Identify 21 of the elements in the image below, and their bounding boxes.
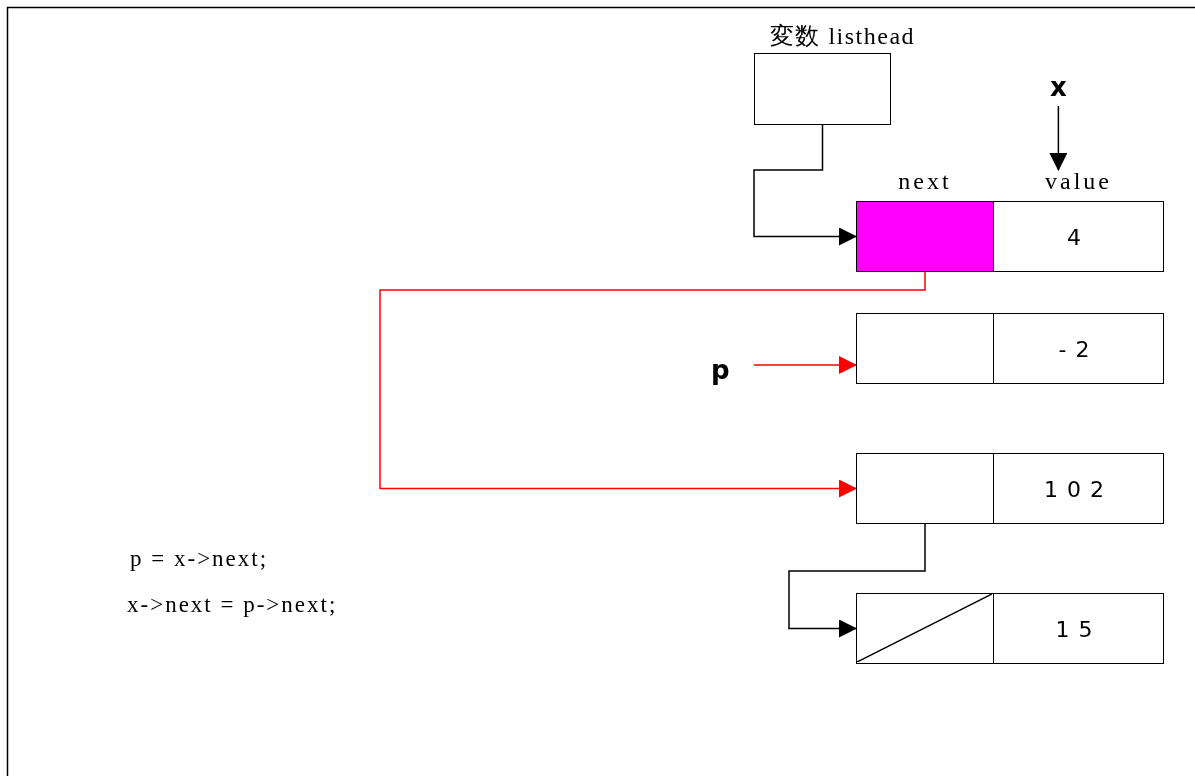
pointer-arrow <box>788 523 926 638</box>
value-text: 102 <box>1043 476 1114 501</box>
code-line: p = x->next; <box>130 546 269 572</box>
field-name: value <box>1044 168 1113 195</box>
pointer-arrow <box>752 356 857 374</box>
value-text: -2 <box>1057 336 1100 361</box>
pointer-field <box>856 453 994 524</box>
code-line: x->next = p->next; <box>127 592 338 618</box>
pointer-arrow <box>753 124 857 246</box>
value-field <box>993 453 1164 524</box>
pointer-field <box>856 313 994 384</box>
value-text: 4 <box>1066 224 1091 249</box>
value-text: 15 <box>1054 616 1103 641</box>
pointer-arrow <box>379 271 926 498</box>
variable-label: p <box>711 355 730 385</box>
value-field <box>993 313 1164 384</box>
variable-name: 変数 listhead <box>768 22 917 51</box>
variable-label: x <box>1050 72 1067 102</box>
field-name: next <box>897 168 953 195</box>
value-field <box>993 593 1164 664</box>
pointer-arrow <box>1049 105 1068 171</box>
